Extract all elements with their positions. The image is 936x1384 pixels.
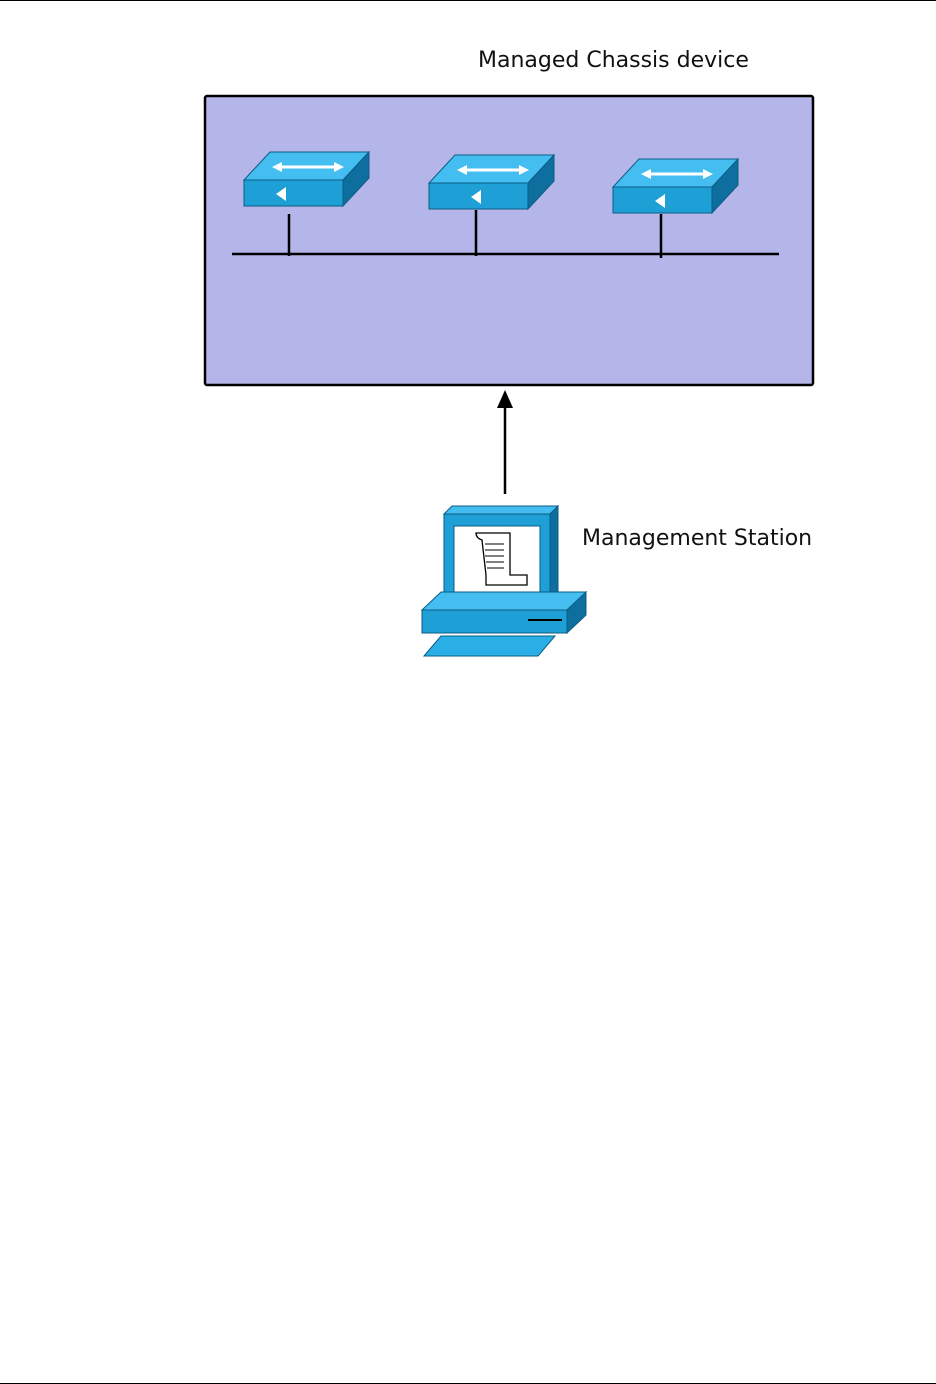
network-switch-icon bbox=[244, 152, 369, 206]
network-switch-icon bbox=[613, 159, 738, 213]
workstation-icon bbox=[422, 506, 586, 656]
management-station-label: Management Station bbox=[582, 528, 812, 550]
chassis-box bbox=[205, 96, 813, 385]
network-switch-icon bbox=[429, 155, 554, 209]
arrow-up-icon bbox=[497, 390, 513, 494]
